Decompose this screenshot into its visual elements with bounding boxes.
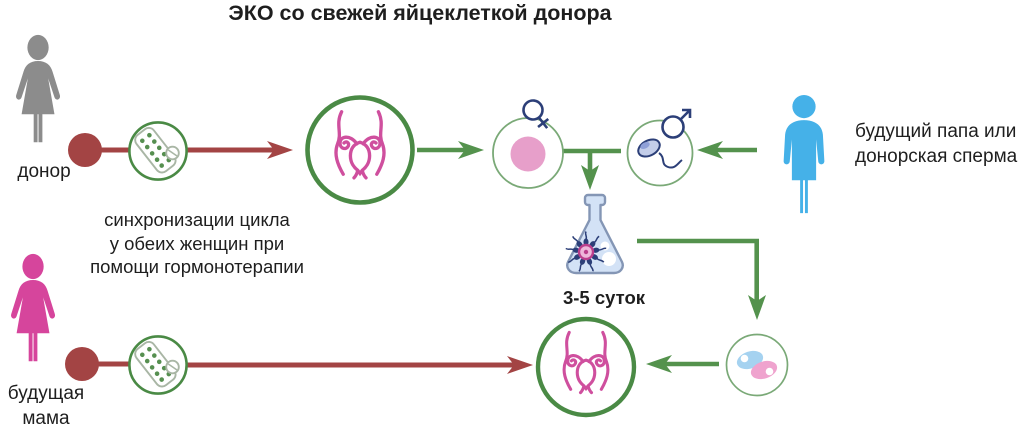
bubble [602, 252, 616, 266]
hormone-pills-icon [128, 335, 188, 395]
pills-to-transfer-arrowhead [507, 356, 533, 374]
embryo-transfer-icon [535, 316, 637, 418]
mom-label: будущая мама [0, 382, 92, 431]
female-symbol-icon [522, 99, 550, 129]
flask-to-embryo-elbow [637, 238, 759, 301]
female-silhouette-icon [11, 253, 56, 362]
pills-to-uterus-arrowhead [267, 141, 293, 159]
mom-label-line2: мама [22, 407, 70, 429]
hormone-pills-icon [128, 121, 188, 181]
lab-flask-icon [565, 193, 624, 275]
green-circle-border [305, 95, 415, 205]
sperm-cell-icon [626, 108, 694, 187]
mom-label-line1: будущая [7, 383, 85, 404]
sync-line1: синхронизации цикла [104, 209, 290, 230]
mom-node-dot [65, 347, 99, 381]
nucleus [765, 367, 774, 376]
two-cell-embryo-icon [725, 333, 789, 397]
junction-to-flask-arrowhead [581, 165, 599, 190]
pill-blister-icon [128, 121, 188, 181]
donor-figure-icon [16, 34, 61, 143]
nucleus [740, 354, 749, 363]
sperm-head-shade [640, 141, 650, 150]
sync-line2: у обеих женщин при [109, 232, 285, 254]
uterus-to-egg-arrowhead [458, 141, 484, 159]
egg-cell-icon [492, 99, 564, 189]
male-silhouette-icon [783, 94, 825, 214]
female-silhouette-icon [16, 34, 61, 143]
flask-duration-label: 3-5 суток [562, 287, 646, 308]
dad-label-line2: донорская сперма [855, 145, 1018, 167]
egg-nucleus [510, 136, 546, 172]
donor-label: донор [17, 161, 71, 182]
egg-center-dot [583, 249, 589, 255]
fertilization-icon [565, 231, 607, 272]
sync-line3: помощи гормонотерапии [90, 256, 304, 277]
green-circle-border [535, 316, 637, 418]
mom-figure-icon [11, 253, 56, 362]
dad-label-line1: будущий папа или [855, 121, 1017, 142]
sync-description: синхронизации цикла у обеих женщин при п… [73, 208, 321, 279]
sperm-tail [658, 152, 683, 169]
embryo-to-uterus-arrowhead [646, 355, 672, 373]
page-title: ЭКО со свежей яйцеклеткой донора [228, 1, 612, 25]
ovary-stimulation-icon [305, 95, 415, 205]
dad-label: будущий папа или донорская сперма [855, 120, 1017, 169]
pill-blister-icon [128, 335, 188, 395]
flask-to-embryo-arrowhead [748, 295, 766, 320]
dad-figure-icon [783, 94, 825, 214]
male-symbol-icon [661, 108, 692, 139]
